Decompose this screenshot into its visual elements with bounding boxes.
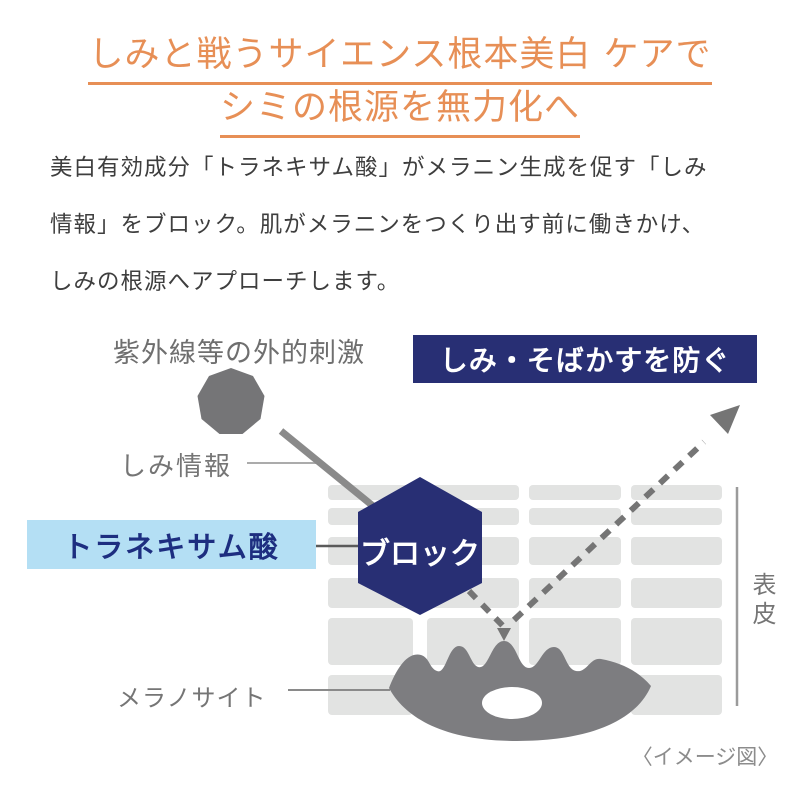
uv-stimulus-label: 紫外線等の外的刺激 [113,338,365,368]
title-text-1: しみと戦うサイエンス根本美白 ケアで [88,26,712,85]
melanocyte-label: メラノサイト [117,685,267,712]
ingredient-box: トラネキサム酸 [27,520,316,569]
image-diagram-caption: 〈イメージ図〉 [631,746,779,769]
melanocyte-nucleus [482,687,542,719]
skin-cell-grid [328,485,722,715]
melanocyte-shape [389,641,651,741]
arrow-down-icon [497,628,511,641]
arrow-up-right-icon [710,405,740,434]
intro-line-2: 情報」をブロック。肌がメラニンをつくり出す前に働きかけ、 [50,212,706,237]
intro-line-1: 美白有効成分「トラネキサム酸」がメラニン生成を促す「しみ [50,155,708,180]
prevent-spots-banner: しみ・そばかすを防ぐ [413,335,757,383]
block-label: ブロック [360,538,480,571]
page-title-line-1: しみと戦うサイエンス根本美白 ケアで [0,26,800,85]
page-title-line-2: シミの根源を無力化へ [0,79,800,138]
intro-line-3: しみの根源へアプローチします。 [50,269,401,294]
blocked-signal-dashed-path [466,405,740,641]
spot-signal-label: しみ情報 [120,451,233,481]
title-text-2: シミの根源を無力化へ [219,79,580,138]
uv-stimulus-shape [197,368,265,434]
spot-signal-line [278,428,376,509]
epidermis-label: 表皮 [748,572,775,630]
